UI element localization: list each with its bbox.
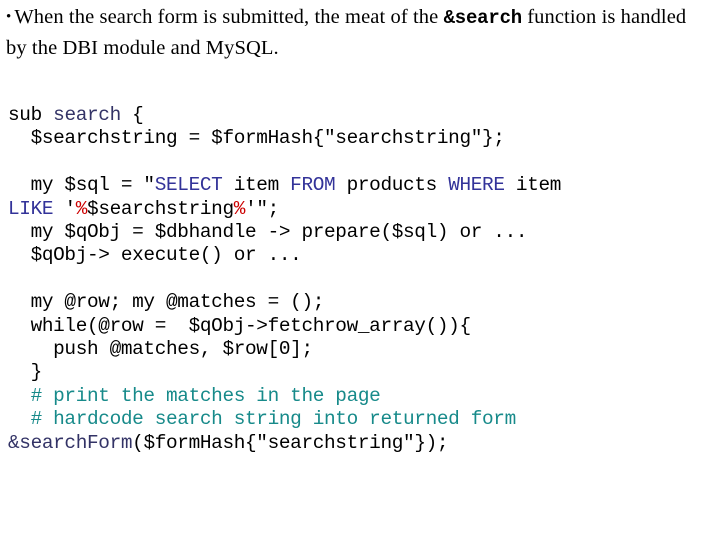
code-token-sql: WHERE [448, 174, 505, 197]
code-token-comment: # print the matches in the page [8, 384, 381, 407]
line-comment-print: # print the matches in the page [8, 385, 720, 408]
bullet-marker: • [6, 9, 12, 25]
bullet-paragraph-block: •When the search form is submitted, the … [6, 2, 712, 63]
code-token-plain: my @row; my @matches = (); [8, 291, 325, 314]
code-token-plain: sub [8, 104, 54, 126]
line-sub-search: sub search { [8, 104, 720, 127]
line-push: push @matches, $row[0]; [8, 338, 720, 361]
code-token-plain: ' [53, 197, 76, 220]
code-token-sql: LIKE [8, 197, 54, 220]
line-close-brace: } [8, 361, 720, 384]
line-my-row: my @row; my @matches = (); [8, 291, 720, 314]
line-sql-select: my $sql = "SELECT item FROM products WHE… [8, 174, 720, 197]
code-token-plain: item [222, 174, 291, 197]
code-token-plain: products [335, 174, 449, 197]
line-comment-hardcode: # hardcode search string into returned f… [8, 408, 720, 431]
bullet-paragraph: •When the search form is submitted, the … [6, 2, 712, 63]
code-token-sql: SELECT [154, 174, 223, 197]
code-token-plain: $searchstring [87, 197, 234, 220]
code-token-comment: # hardcode search string into returned f… [8, 408, 517, 431]
code-token-plain: { [120, 104, 144, 126]
bullet-inline-code: &search [443, 7, 523, 29]
code-token-sql: FROM [290, 174, 336, 197]
line-blank-1 [8, 151, 720, 174]
bullet-text-part-2: function is handled by the DBI module an… [6, 6, 687, 59]
line-execute: $qObj-> execute() or ... [8, 244, 720, 267]
line-while-fetch: while(@row = $qObj->fetchrow_array()){ [8, 315, 720, 338]
code-token-plain: } [8, 361, 43, 384]
code-token-plain: push @matches, $row[0]; [8, 338, 313, 361]
code-token-plain: my $sql = " [8, 174, 156, 197]
code-token-percent: % [233, 197, 246, 220]
code-token-plain: item [504, 174, 562, 197]
code-token-plain: $qObj-> execute() or ... [8, 244, 302, 267]
code-listing: sub search { $searchstring = $formHash{"… [8, 104, 720, 455]
code-token-plain: ($formHash{"searchstring"}); [132, 431, 449, 454]
code-token-percent: % [75, 197, 88, 220]
line-searchform-call: &searchForm($formHash{"searchstring"}); [8, 432, 720, 455]
code-token-fn: &searchForm [8, 431, 133, 454]
code-token-plain: '"; [245, 197, 279, 220]
line-sql-like: LIKE '%$searchstring%'"; [8, 198, 720, 221]
code-token-keyword: search [53, 104, 121, 126]
line-blank-2 [8, 268, 720, 291]
code-token-plain: my $qObj = $dbhandle -> prepare($sql) or… [8, 221, 528, 244]
code-token-plain: while(@row = $qObj->fetchrow_array()){ [8, 314, 472, 337]
code-token-plain: $searchstring = $formHash{"searchstring"… [8, 127, 505, 150]
line-searchstring-assign: $searchstring = $formHash{"searchstring"… [8, 127, 720, 150]
bullet-text-part-1: When the search form is submitted, the m… [14, 6, 444, 28]
line-prepare: my $qObj = $dbhandle -> prepare($sql) or… [8, 221, 720, 244]
